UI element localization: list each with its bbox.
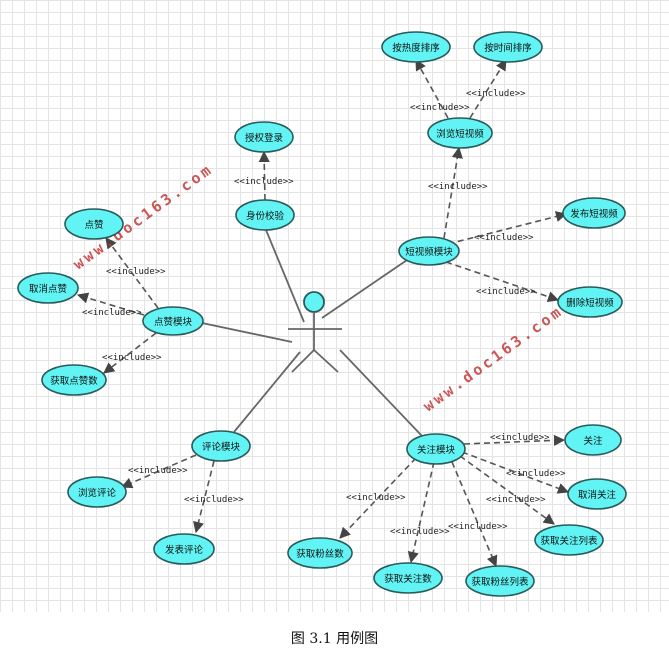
node-label: 取消点赞 [29,283,68,295]
node-label: 按时间排序 [484,42,532,54]
use-case-short-video-module[interactable]: 短视频模块 [398,236,460,266]
node-label: 短视频模块 [405,246,453,258]
include-label: <<include>> [506,469,566,479]
arrow-follow-followcount [407,461,435,564]
node-label: 获取粉丝列表 [471,576,529,588]
actor-leg-left [291,349,315,373]
node-label: 发布短视频 [570,208,618,220]
arrow-comment-post [193,460,215,534]
use-case-diagram: <<include>> <<include>> <<include>> <<in… [17,31,627,597]
arrow-like-like [105,237,159,309]
node-label: 获取粉丝数 [296,548,344,560]
actor-head [303,291,325,313]
arrow-browse-hot [415,59,449,119]
use-case-browse-short-video[interactable]: 浏览短视频 [427,117,493,149]
use-case-get-follow-list[interactable]: 获取关注列表 [534,524,604,556]
use-case-follow[interactable]: 关注 [564,424,622,456]
node-label: 发表评论 [165,544,204,556]
use-case-publish-short-video[interactable]: 发布短视频 [562,197,626,229]
assoc-actor-identity [265,229,305,323]
figure-caption: 图 3.1 用例图 [290,631,379,647]
include-label: <<include>> [474,233,534,243]
include-label: <<include>> [128,466,188,476]
node-label: 按热度排序 [392,42,440,54]
include-label: <<include>> [486,495,546,505]
node-label: 取消关注 [578,489,617,501]
use-case-delete-short-video[interactable]: 删除短视频 [557,286,623,318]
use-case-identity-check[interactable]: 身份校验 [235,199,295,231]
node-label: 获取关注数 [384,573,432,585]
include-label: <<include>> [106,267,166,277]
use-case-browse-comment[interactable]: 浏览评论 [67,476,127,508]
association-lines [201,229,423,437]
node-label: 点赞 [84,219,104,231]
arrow-browse-time [469,59,507,119]
node-label: 关注模块 [417,444,456,456]
arrow-comment-browse [120,454,197,489]
arrow-sv-publish [447,211,568,245]
include-label: <<include>> [428,182,488,192]
include-arrows [76,59,570,568]
arrow-follow-followlist [459,455,555,525]
node-label: 身份校验 [246,210,285,222]
use-case-unfollow[interactable]: 取消关注 [567,478,627,510]
use-case-get-fans-list[interactable]: 获取粉丝列表 [465,565,535,597]
include-label: <<include>> [234,177,294,187]
actor-user[interactable] [288,291,342,373]
use-case-post-comment[interactable]: 发表评论 [153,533,215,565]
arrow-follow-unfollow [461,451,570,494]
node-label: 获取点赞数 [50,375,98,387]
assoc-actor-follow [339,349,423,437]
actor-leg-right [313,349,339,373]
arrow-like-cancel [76,292,145,316]
node-label: 关注 [583,435,603,447]
include-label: <<include>> [102,353,162,363]
assoc-actor-comment [233,351,301,433]
diagram-canvas: <<include>> <<include>> <<include>> <<in… [0,0,669,612]
use-case-hot-sort[interactable]: 按热度排序 [381,31,451,63]
node-label: 浏览评论 [78,487,117,499]
use-case-get-follow-count[interactable]: 获取关注数 [373,562,443,594]
arrow-sv-browse [443,146,463,239]
include-label: <<include>> [466,89,526,99]
arrow-follow-follow [463,434,566,446]
use-case-follow-module[interactable]: 关注模块 [406,433,466,465]
use-case-auth-login[interactable]: 授权登录 [234,121,294,153]
use-case-like[interactable]: 点赞 [64,208,124,240]
use-case-cancel-like[interactable]: 取消点赞 [17,272,79,304]
use-case-like-module[interactable]: 点赞模块 [142,306,204,336]
include-label: <<include>> [448,522,508,532]
use-case-time-sort[interactable]: 按时间排序 [473,31,543,63]
node-label: 删除短视频 [566,297,614,309]
include-label: <<include>> [410,103,470,113]
arrow-follow-fanscount [339,457,417,539]
use-case-get-fans-count[interactable]: 获取粉丝数 [287,537,353,569]
arrow-like-count [103,332,157,374]
assoc-actor-like [201,322,293,343]
arrow-follow-fanslist [451,461,498,568]
node-label: 浏览短视频 [436,128,484,140]
node-label: 授权登录 [245,132,284,144]
include-label: <<include>> [476,287,536,297]
assoc-actor-short-video [321,257,411,319]
arrow-identity-auth [258,150,270,201]
include-label: <<include>> [390,527,450,537]
node-label: 获取关注列表 [540,535,598,547]
include-label: <<include>> [490,433,550,443]
include-label: <<include>> [346,493,406,503]
include-labels: <<include>> <<include>> <<include>> <<in… [82,89,566,537]
node-label: 评论模块 [202,441,241,453]
include-label: <<include>> [82,308,142,318]
use-case-comment-module[interactable]: 评论模块 [191,430,251,462]
watermark: www.doc163.com [420,302,567,416]
use-case-get-like-count[interactable]: 获取点赞数 [41,364,107,396]
node-label: 点赞模块 [154,316,193,328]
include-label: <<include>> [184,495,244,505]
